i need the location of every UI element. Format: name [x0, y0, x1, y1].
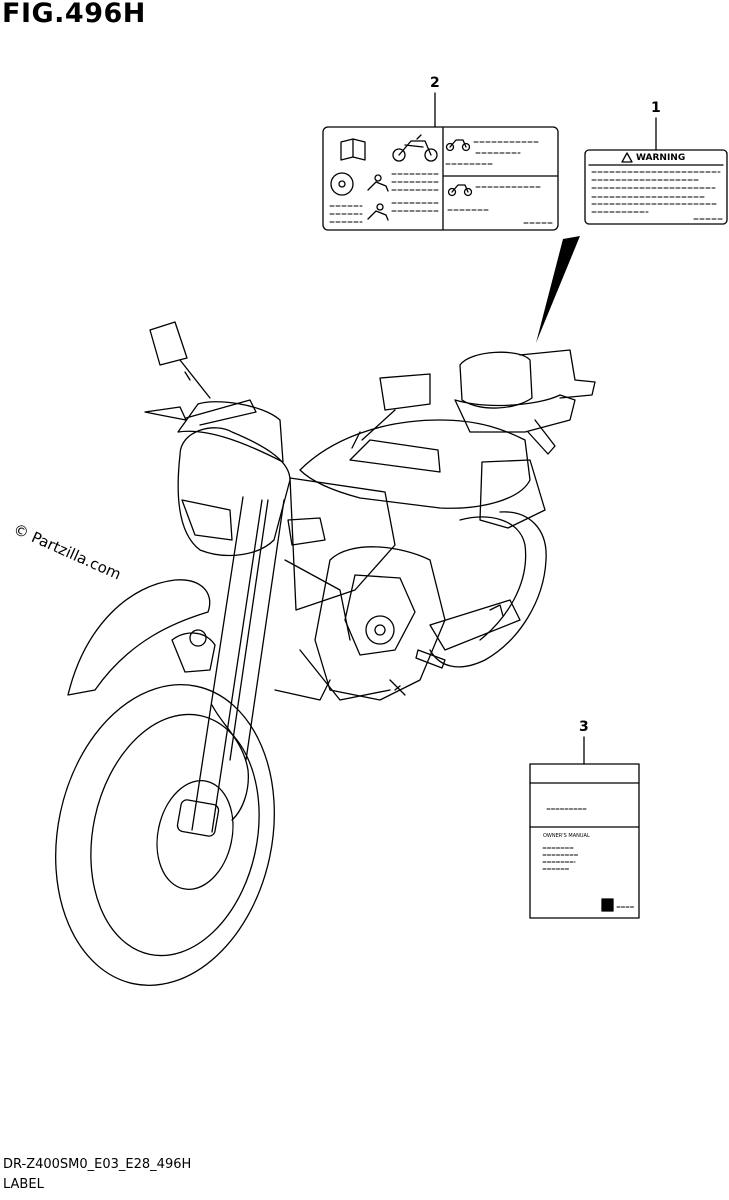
motorcycle-outline	[55, 321, 596, 986]
label-2-info-decal	[322, 126, 559, 231]
diagram-code: DR-Z400SM0_E03_E28_496H	[3, 1157, 192, 1172]
warning-triangle-icon	[621, 152, 633, 163]
warning-heading: WARNING	[636, 153, 686, 163]
location-arrow	[536, 236, 580, 343]
label-3-owners-manual	[529, 763, 640, 919]
owners-manual-subtitle: OWNER'S MANUAL	[543, 833, 590, 839]
callout-3: 3	[579, 719, 589, 735]
callout-2: 2	[430, 75, 440, 91]
diagram-name: LABEL	[3, 1177, 44, 1192]
callout-leaders	[434, 92, 657, 765]
figure-title: FIG.496H	[2, 0, 146, 29]
rider-icon-2	[367, 203, 389, 221]
small-bike-icon-2	[447, 184, 473, 197]
label-1-warning-decal	[584, 149, 728, 225]
brand-logo-icon	[601, 898, 614, 912]
small-bike-icon-1	[445, 139, 471, 152]
callout-1: 1	[651, 100, 661, 116]
motorcycle-icon	[392, 134, 438, 162]
tire-pressure-icon	[330, 172, 354, 196]
rider-icon-1	[367, 174, 389, 192]
manual-book-icon	[340, 138, 366, 161]
